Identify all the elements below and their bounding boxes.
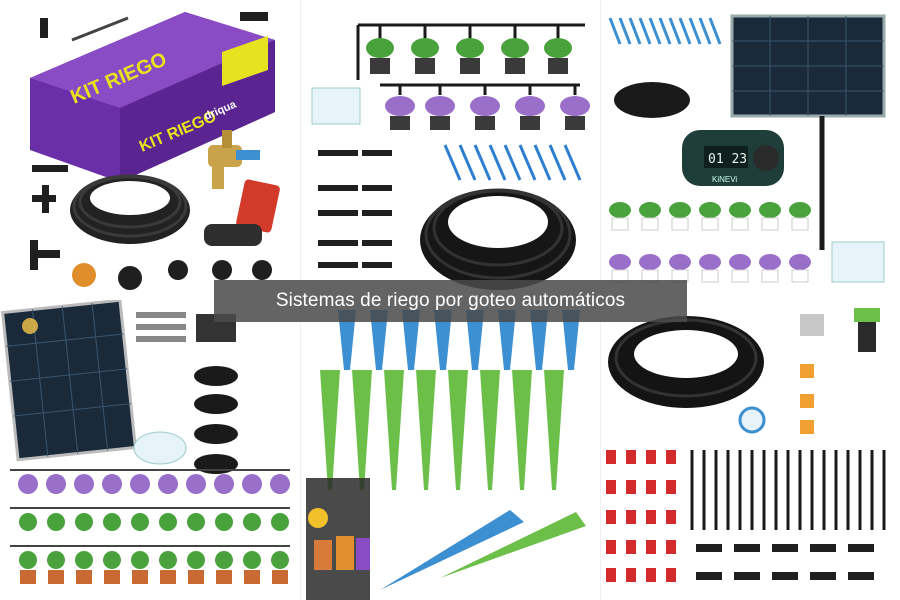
stake-icon: [443, 144, 582, 181]
connector-icon: [30, 12, 272, 290]
tube-coil-icon: [608, 316, 764, 408]
kit-box-illustration: KIT RIEGO KIT RIEGO driqua: [30, 12, 280, 290]
blue-spike-icon: [380, 510, 524, 590]
solar-controller-panel: 01 23 KiNEVi: [600, 0, 900, 300]
black-stake-icon: [690, 450, 886, 530]
connector-icon: [696, 544, 874, 580]
tap-connector: [800, 308, 880, 434]
tube-coil-icon: [70, 174, 190, 244]
plant-pot-icon: [366, 38, 590, 130]
red-dripper-icon: [606, 450, 676, 582]
water-tank: [831, 241, 885, 283]
controller-display: 01 23: [708, 152, 747, 167]
solar-small-illustration: [0, 300, 290, 584]
caption-text: Sistemas de riego por goteo automáticos: [275, 290, 626, 311]
stake-row: [608, 17, 722, 45]
drippers-illustration: [606, 308, 886, 582]
tube-coil-icon: [194, 366, 238, 474]
green-spike-icon: [440, 512, 586, 578]
drippers-panel: [600, 300, 900, 600]
water-tank: [311, 87, 361, 125]
blue-spike-icon: [338, 310, 580, 370]
spikes-panel: [300, 300, 600, 600]
plant-pot-icon: [18, 474, 290, 584]
badge-tag: [236, 179, 280, 233]
controller-icon: 01 23 KiNEVi: [682, 130, 784, 186]
tube-coil-icon: [420, 188, 576, 290]
solar-panel-icon: [0, 300, 138, 462]
tape-roll: [738, 406, 766, 434]
solar-panel-icon: [730, 14, 886, 250]
water-bowl: [133, 431, 187, 465]
controller-brand: KiNEVi: [712, 175, 737, 184]
caption-banner: Sistemas de riego por goteo automáticos: [214, 280, 687, 322]
brass-tap-icon: [208, 130, 260, 189]
pots-tube-illustration: [311, 23, 590, 290]
green-spike-icon: [320, 370, 564, 490]
pots-and-tube-panel: [300, 0, 600, 300]
balcony-planter: [306, 478, 370, 600]
tube-coil-icon: [614, 82, 690, 118]
kit-box-panel: KIT RIEGO KIT RIEGO driqua: [0, 0, 300, 300]
connector-icon: [318, 150, 392, 268]
solar-small-panel: [0, 300, 300, 600]
spikes-illustration: [306, 310, 586, 600]
solar-controller-illustration: 01 23 KiNEVi: [608, 14, 886, 283]
plant-pot-icon: [609, 202, 811, 283]
